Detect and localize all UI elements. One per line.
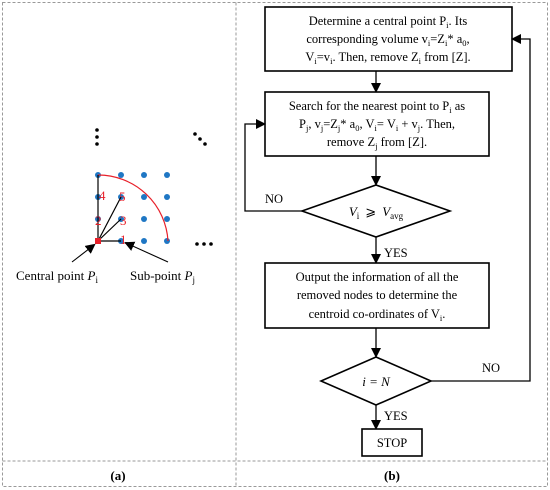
sub-point-arrow (124, 241, 169, 263)
caption-b: (b) (384, 468, 400, 483)
decision1-text: Vi⩾Vavg (349, 204, 404, 221)
stop-box (361, 428, 423, 457)
step-search-nearest-point (264, 91, 490, 157)
search-radius-arc (97, 174, 169, 242)
yes-label-1: YES (384, 246, 408, 260)
stop-label: STOP (377, 436, 407, 450)
box1-line3: Vi=vi. Then, remove Zi from [Z]. (305, 50, 470, 66)
node-label-2: 2 (95, 213, 102, 228)
vertical-ellipsis (95, 128, 99, 146)
central-point-arrow (71, 243, 96, 263)
box3-line3: centroid co-ordinates of Vi. (309, 307, 446, 323)
panel-b: Determine a central point Pi. Its corres… (244, 6, 531, 483)
horizontal-ellipsis (195, 242, 213, 246)
neighbor-links (97, 175, 122, 242)
panel-a: 1 2 3 4 5 Central point Pi Sub-point Pj … (16, 128, 213, 483)
box2-line3: remove Zj from [Z]. (327, 135, 427, 151)
central-point-marker (95, 238, 101, 244)
central-point-label: Central point Pi (16, 268, 98, 285)
box1-line1: Determine a central point Pi. Its (309, 14, 468, 30)
caption-a: (a) (110, 468, 125, 483)
node-label-4: 4 (99, 188, 106, 203)
sub-point-label: Sub-point Pj (130, 268, 195, 285)
no-loop-2 (431, 34, 531, 382)
step-output-centroid (264, 262, 490, 329)
node-label-1: 1 (120, 232, 127, 247)
no-label-2: NO (482, 361, 500, 375)
node-label-5: 5 (119, 189, 126, 204)
decision2-text: i = N (362, 374, 391, 389)
node-label-3: 3 (120, 213, 127, 228)
box2-line1: Search for the nearest point to Pi as (289, 99, 465, 115)
box3-line2: removed nodes to determine the (297, 288, 458, 302)
box1-line2: corresponding volume vi=Zi* a0, (306, 32, 469, 48)
no-loop-1 (244, 119, 302, 212)
box2-line2: Pj, vj=Zj* a0, Vi= Vi + vj. Then, (299, 117, 455, 133)
yes-label-2: YES (384, 409, 408, 423)
box3-line1: Output the information of all the (296, 270, 459, 284)
diagonal-ellipsis (193, 132, 207, 146)
no-label-1: NO (265, 192, 283, 206)
